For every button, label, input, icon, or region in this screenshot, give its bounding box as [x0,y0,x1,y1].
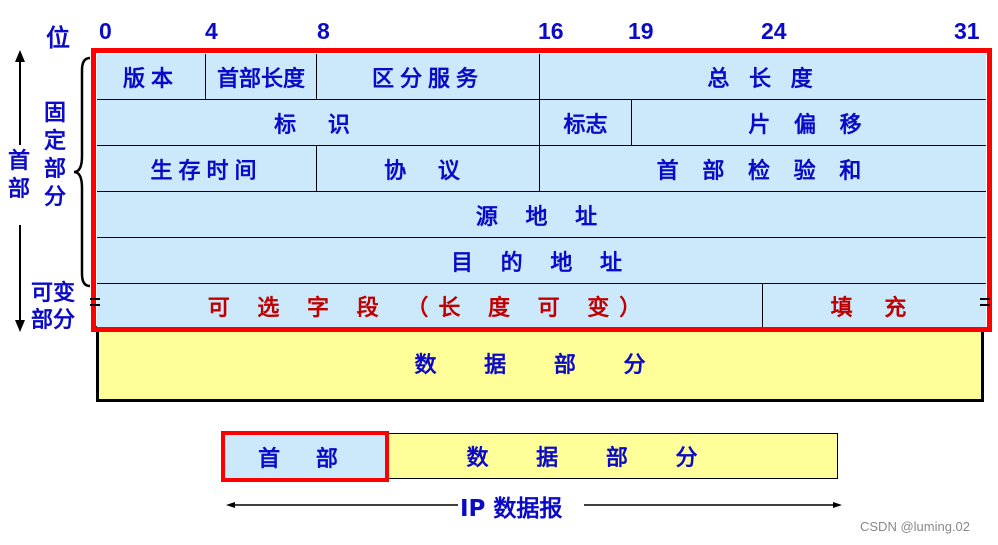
field-version: 版本 [97,54,206,100]
field-destination-address: 目 的 地 址 [97,238,986,284]
field-padding: 填 充 [763,284,986,328]
datagram-caption: IP 数据报 [460,496,563,522]
datagram-data-label: 数 据 部 分 [466,446,718,471]
header-highlight-frame [91,48,992,332]
field-header-length: 首部长度 [206,54,317,100]
field-padding-label: 填 充 [830,296,919,321]
bit-tick-4: 4 [205,18,218,44]
field-destination-address-label: 目 的 地 址 [451,250,632,276]
ip-header-table: 版本 首部长度 区分服务 总 长 度 标 识 标志 片 偏 移 生存时间 协 议… [97,54,986,328]
fixed-part-brace-icon [73,56,91,288]
break-mark-left-icon [90,298,100,306]
field-source-address: 源 地 址 [97,192,986,238]
field-identification-label: 标 识 [274,112,362,138]
header-side-label: 首部 [7,148,33,204]
field-ttl-label: 生存时间 [150,158,263,184]
field-fragment-offset-label: 片 偏 移 [748,112,870,138]
datagram-data-box: 数 据 部 分 [386,433,838,479]
bit-tick-24: 24 [761,18,787,44]
data-part-box: 数 据 部 分 [96,326,984,402]
variable-part-label: 可变部分 [31,280,87,334]
field-differentiated-services: 区分服务 [317,54,540,100]
watermark: CSDN @luming.02 [860,519,971,534]
datagram-header-label: 首 部 [258,446,352,472]
field-flags-label: 标志 [563,112,608,138]
field-header-checksum: 首 部 检 验 和 [540,146,986,192]
header-side-text: 首部 [7,149,30,202]
fixed-part-label: 固定部分 [44,100,70,212]
fixed-part-text: 固定部分 [44,101,67,210]
field-ds-label: 区分服务 [371,66,484,92]
datagram-header-box: 首 部 [221,431,389,482]
variable-part-text: 可变部分 [31,281,76,333]
field-total-length: 总 长 度 [540,54,986,100]
bit-tick-16: 16 [538,18,564,44]
field-source-address-label: 源 地 址 [475,204,608,230]
field-protocol: 协 议 [317,146,540,192]
field-version-label: 版本 [122,66,179,92]
bit-tick-0: 0 [99,18,112,44]
bit-tick-8: 8 [317,18,330,44]
field-header-checksum-label: 首 部 检 验 和 [656,158,870,184]
field-header-length-label: 首部长度 [216,66,305,92]
break-mark-right-icon [980,298,990,306]
field-options-label: 可 选 字 段 （长 度 可 变） [207,296,652,321]
field-protocol-label: 协 议 [384,158,472,184]
field-ttl: 生存时间 [97,146,317,192]
field-options: 可 选 字 段 （长 度 可 变） [97,284,763,328]
data-part-label: 数 据 部 分 [414,352,666,378]
bit-tick-31: 31 [954,18,980,44]
header-span-arrow-icon [15,50,25,332]
datagram-span-arrow-icon [226,502,842,508]
bit-tick-19: 19 [628,18,654,44]
field-identification: 标 识 [97,100,540,146]
field-fragment-offset: 片 偏 移 [632,100,986,146]
field-total-length-label: 总 长 度 [707,66,819,92]
bit-axis-label: 位 [46,25,70,52]
field-flags: 标志 [540,100,632,146]
